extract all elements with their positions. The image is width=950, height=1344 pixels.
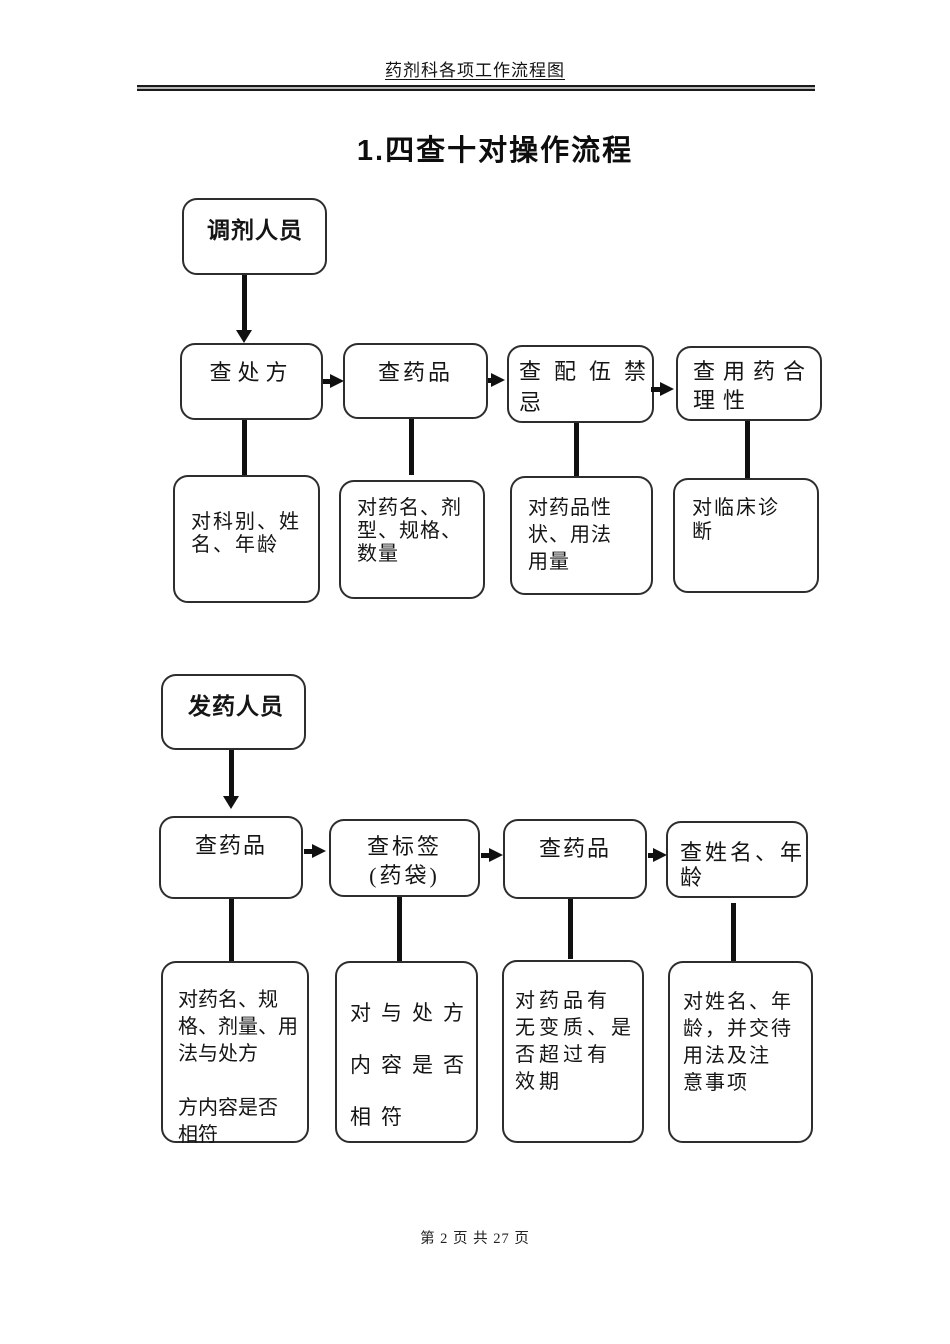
doc-header-title: 药剂科各项工作流程图: [0, 56, 950, 81]
role-box-dispensing: 调剂人员: [182, 198, 327, 275]
arrow-shaft: [229, 750, 234, 797]
connector-line: [731, 903, 736, 961]
arrow-head: [491, 373, 505, 387]
arrow-head: [653, 848, 667, 862]
check-box-drug-2: 查药品: [159, 816, 303, 899]
arrow-shaft: [481, 853, 490, 858]
role-box-delivery: 发药人员: [161, 674, 306, 750]
doc-header-title-text: 药剂科各项工作流程图: [385, 61, 565, 80]
arrow-shaft: [488, 378, 493, 383]
arrow-shaft: [651, 387, 661, 392]
arrow-head: [312, 844, 326, 858]
verify-box-drug-property: 对药品性 状、用法 用量: [510, 476, 653, 595]
arrow-head: [236, 330, 252, 343]
check-box-label-bag: 查标签 (药袋): [329, 819, 480, 897]
page-footer: 第 2 页 共 27 页: [420, 1231, 530, 1247]
verify-box-dept-name-age: 对科别、姓 名、年龄: [173, 475, 320, 603]
verify-box-drug-vs-prescription: 对药名、规 格、剂量、用 法与处方 方内容是否 相符: [161, 961, 309, 1146]
connector-line: [574, 423, 579, 476]
page-title: 1.四查十对操作流程: [356, 135, 634, 167]
check-box-name-age: 查姓名、年 龄: [666, 821, 808, 898]
check-box-drug-3: 查药品: [503, 819, 647, 899]
connector-line: [409, 419, 414, 475]
header-rule: [137, 85, 815, 91]
arrow-shaft: [648, 853, 654, 858]
check-box-prescription: 查处方: [180, 343, 323, 420]
check-box-drug: 查药品: [343, 343, 488, 419]
check-box-incompatibility: 查配伍禁 忌: [507, 345, 654, 423]
check-box-rational-use: 查用药合 理性: [676, 346, 822, 421]
verify-box-deterioration-expiry: 对药品有 无变质、是 否超过有 效期: [502, 960, 644, 1143]
arrow-shaft: [323, 379, 331, 384]
arrow-head: [330, 374, 344, 388]
arrow-head: [660, 382, 674, 396]
connector-line: [745, 421, 750, 478]
arrow-shaft: [242, 275, 247, 331]
verify-box-clinical-diagnosis: 对临床诊 断: [673, 478, 819, 593]
arrow-shaft: [304, 849, 313, 854]
connector-line: [397, 897, 402, 961]
verify-box-content-match: 对与处方 内容是否 相符: [335, 961, 478, 1143]
connector-line: [229, 899, 234, 961]
verify-box-name-age-instructions: 对姓名、年 龄，并交待 用法及注 意事项: [668, 961, 813, 1143]
arrow-head: [489, 848, 503, 862]
verify-box-drug-spec: 对药名、剂 型、规格、 数量: [339, 480, 485, 599]
connector-line: [242, 420, 247, 475]
arrow-head: [223, 796, 239, 809]
connector-line: [568, 899, 573, 959]
